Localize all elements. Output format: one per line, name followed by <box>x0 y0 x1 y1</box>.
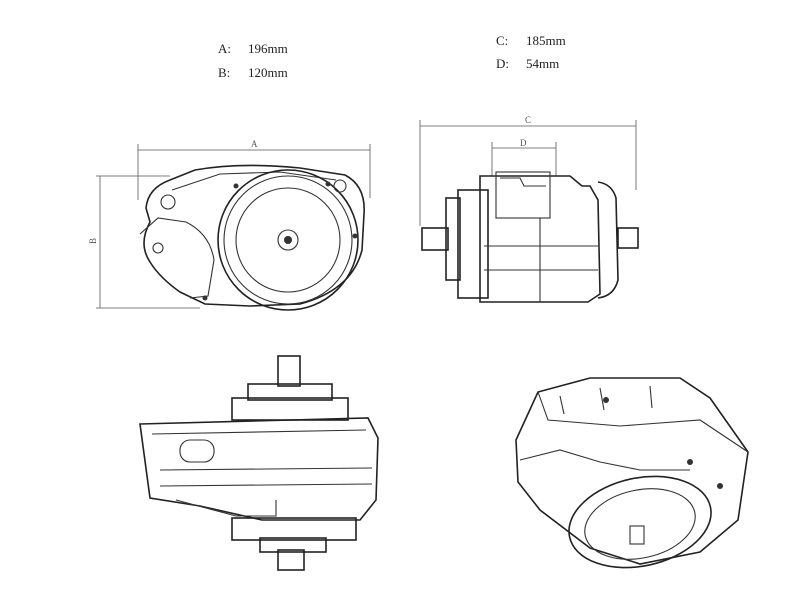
spec-a: A: 196mm <box>218 42 288 55</box>
iso-top-edge <box>537 391 749 453</box>
front-bearing-block <box>457 189 489 299</box>
front-shaft-left <box>421 227 449 251</box>
dimension-c-label: C <box>525 115 531 125</box>
top-slot <box>179 439 215 463</box>
side-bolt-2 <box>333 179 347 193</box>
spec-c-value: 185mm <box>526 33 566 48</box>
iso-view <box>515 377 749 569</box>
side-view: A B <box>88 139 371 311</box>
top-main-housing <box>139 417 379 521</box>
front-motor-cap <box>597 181 619 299</box>
spec-c-key: C: <box>496 33 509 48</box>
top-view <box>139 355 379 571</box>
side-screw-4 <box>352 233 358 239</box>
motor-ring-2 <box>223 175 353 305</box>
spec-b-key: B: <box>218 65 231 80</box>
motor-ring-3 <box>235 187 341 293</box>
side-bolt-3 <box>152 242 164 254</box>
motor-hub <box>277 229 299 251</box>
top-motor-upper <box>231 397 349 421</box>
spec-d-value: 54mm <box>526 56 560 71</box>
dimension-a-label: A <box>251 139 258 149</box>
top-cap-upper <box>247 383 333 401</box>
iso-middle-edge <box>519 449 690 471</box>
spec-a-key: A: <box>218 41 231 56</box>
iso-ribs <box>559 385 653 415</box>
side-screw-3 <box>202 295 208 301</box>
top-shaft-lower <box>277 549 305 571</box>
iso-motor-inner <box>584 488 696 560</box>
side-housing-edge <box>171 171 337 191</box>
top-edge-2 <box>159 467 373 471</box>
side-screw-1 <box>233 183 239 189</box>
side-screw-2 <box>325 181 331 187</box>
spec-b-value: 120mm <box>248 65 288 80</box>
side-arm <box>139 217 215 299</box>
spec-d: D: 54mm <box>496 57 559 70</box>
front-body <box>479 175 601 303</box>
dimension-d-label: D <box>520 138 527 148</box>
top-bracket <box>175 499 277 517</box>
front-flange-left <box>445 197 461 281</box>
side-bolt-1 <box>160 194 176 210</box>
spec-b: B: 120mm <box>218 66 288 79</box>
top-edge-1 <box>151 429 367 435</box>
iso-housing <box>515 377 749 565</box>
front-shaft-right <box>617 227 639 249</box>
iso-screw-1 <box>603 397 609 403</box>
motor-outer-ring <box>217 169 359 311</box>
iso-screw-2 <box>687 459 693 465</box>
top-cap-lower <box>259 537 327 553</box>
top-motor-lower <box>231 517 357 541</box>
spec-d-key: D: <box>496 56 509 71</box>
top-shaft-upper <box>277 355 301 387</box>
front-view: C D <box>419 115 639 303</box>
front-gear-notch <box>500 177 546 187</box>
spec-a-value: 196mm <box>248 41 288 56</box>
side-housing <box>143 164 365 307</box>
iso-shaft <box>629 525 645 545</box>
top-edge-3 <box>159 483 373 487</box>
iso-screw-3 <box>717 483 723 489</box>
dimension-b-label: B <box>88 238 98 244</box>
motor-shaft <box>284 236 292 244</box>
spec-c: C: 185mm <box>496 34 566 47</box>
iso-motor-disc <box>568 475 712 569</box>
front-gear-box <box>495 171 551 219</box>
